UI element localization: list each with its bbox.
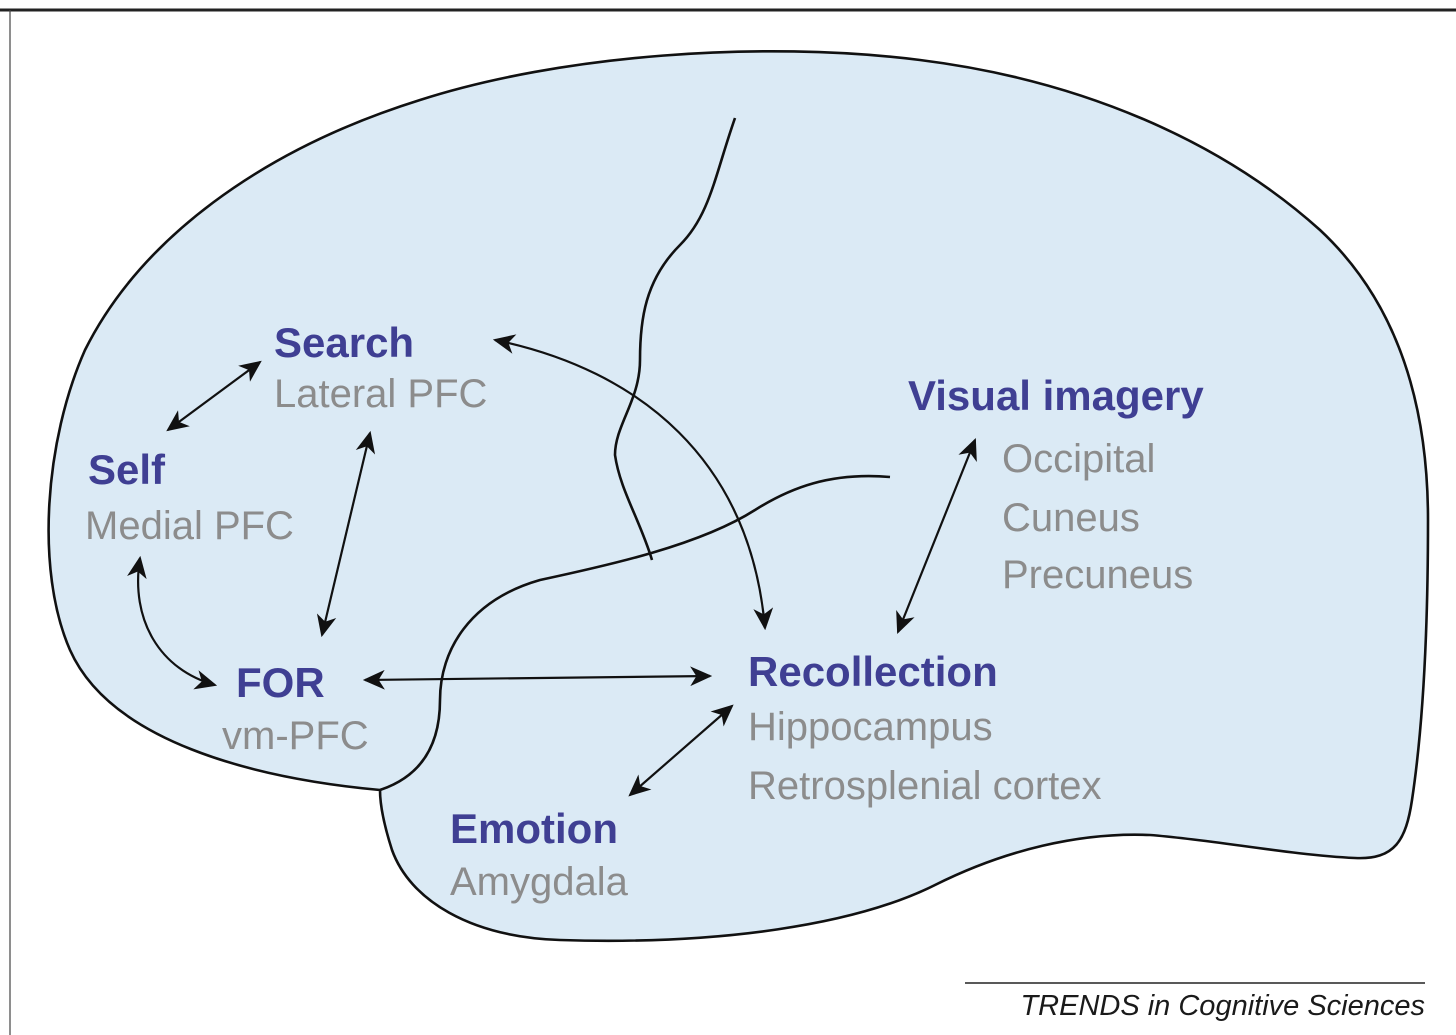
search-label: Search bbox=[274, 319, 414, 366]
arrow-search-recollection bbox=[492, 334, 774, 631]
arrow-search-for bbox=[316, 430, 376, 638]
for-label: FOR bbox=[236, 659, 325, 706]
medial-pfc-label: Medial PFC bbox=[85, 504, 294, 548]
amygdala-label: Amygdala bbox=[450, 860, 629, 904]
visual-imagery-label: Visual imagery bbox=[908, 372, 1204, 419]
source-label: TRENDS in Cognitive Sciences bbox=[1020, 990, 1425, 1022]
self-label: Self bbox=[88, 446, 166, 493]
arrow-self-search bbox=[166, 360, 262, 432]
lateral-pfc-label: Lateral PFC bbox=[274, 372, 487, 416]
arrow-for-recollection bbox=[362, 666, 713, 690]
hippocampus-label: Hippocampus bbox=[748, 705, 993, 749]
emotion-label: Emotion bbox=[450, 805, 618, 852]
recollection-label: Recollection bbox=[748, 648, 998, 695]
arrow-recollection-emotion bbox=[628, 704, 734, 797]
vm-pfc-label: vm-PFC bbox=[222, 714, 369, 758]
cuneus-label: Cuneus bbox=[1002, 496, 1140, 540]
arrow-self-for bbox=[127, 555, 218, 690]
arrow-recollection-visual bbox=[896, 437, 977, 635]
occipital-label: Occipital bbox=[1002, 437, 1155, 481]
retrosplenial-cortex-label: Retrosplenial cortex bbox=[748, 764, 1102, 808]
precuneus-label: Precuneus bbox=[1002, 553, 1193, 597]
